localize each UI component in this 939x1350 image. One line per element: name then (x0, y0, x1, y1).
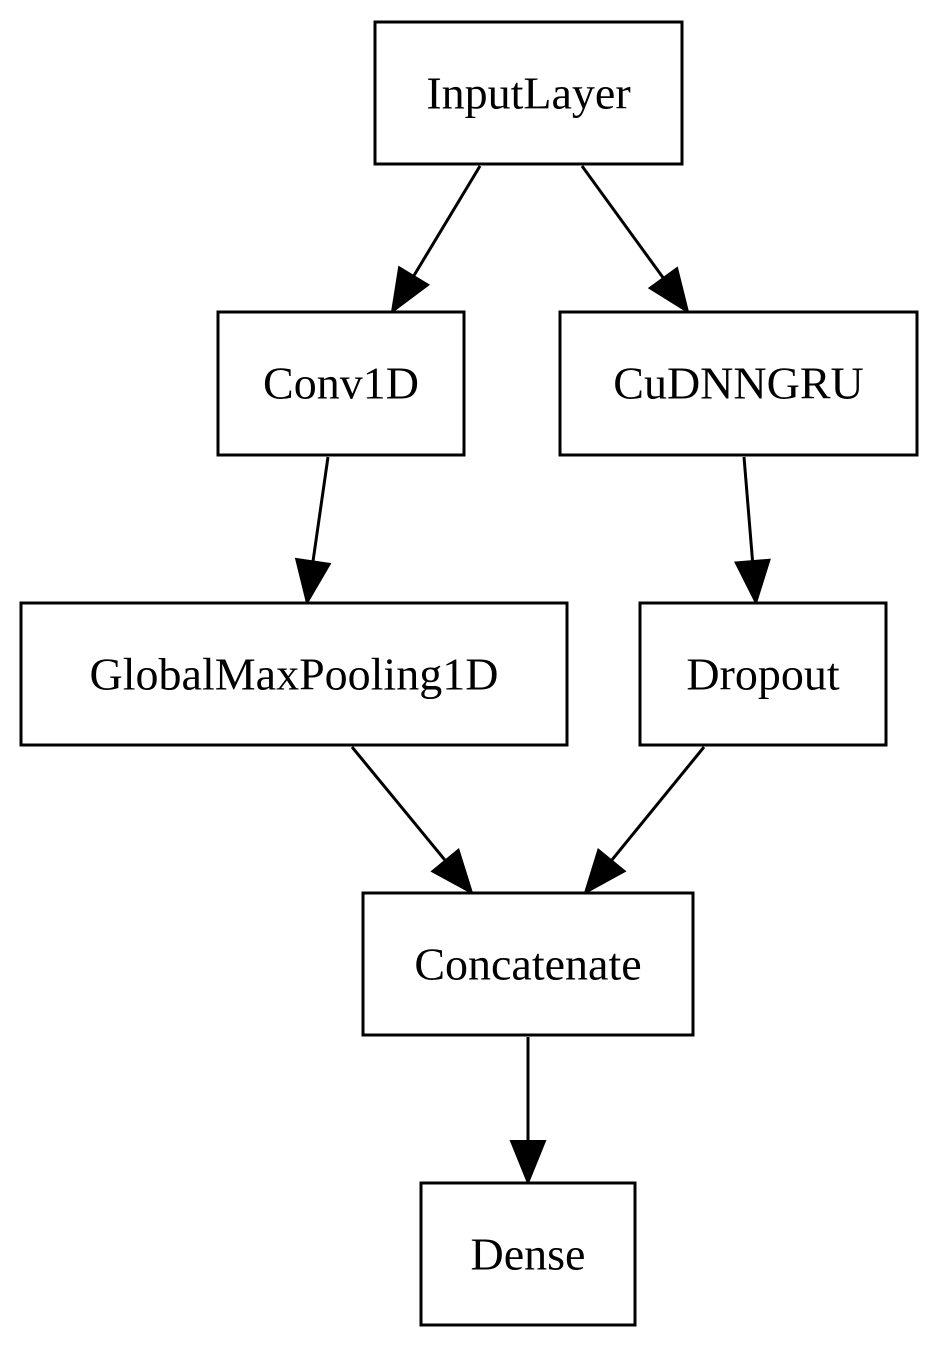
node-input: InputLayer (373, 20, 684, 166)
arrowhead-input-to-conv (390, 265, 431, 315)
node-globalmaxpooling1d-label: GlobalMaxPooling1D (90, 649, 499, 700)
edge-input-to-conv (412, 165, 482, 277)
arrowhead-dropout-to-concat (583, 847, 627, 896)
edges-group (294, 165, 771, 1186)
node-dense: Dense (419, 1181, 637, 1327)
node-dropout: Dropout (638, 601, 888, 747)
edge-conv-to-pool (311, 456, 330, 562)
node-cudnngru-label: CuDNNGRU (613, 358, 863, 409)
node-concatenate-label: Concatenate (414, 939, 641, 990)
node-conv1d-label: Conv1D (263, 358, 419, 409)
edge-gru-to-dropout (742, 456, 755, 562)
edge-input-to-gru (580, 165, 665, 279)
arrowhead-pool-to-concat (430, 848, 474, 896)
arrowhead-input-to-gru (647, 266, 690, 315)
node-globalmaxpooling1d: GlobalMaxPooling1D (19, 601, 569, 747)
edge-dropout-to-concat (610, 746, 706, 862)
edge-pool-to-concat (350, 746, 447, 862)
node-conv1d: Conv1D (216, 310, 466, 457)
node-cudnngru: CuDNNGRU (558, 310, 919, 457)
arrowhead-gru-to-dropout (734, 558, 771, 606)
node-dropout-label: Dropout (686, 649, 840, 700)
node-concatenate: Concatenate (361, 891, 695, 1037)
arrowhead-concat-to-dense (509, 1140, 547, 1186)
arrowhead-conv-to-pool (294, 557, 332, 606)
node-input-label: InputLayer (426, 68, 630, 119)
node-dense-label: Dense (471, 1229, 586, 1280)
